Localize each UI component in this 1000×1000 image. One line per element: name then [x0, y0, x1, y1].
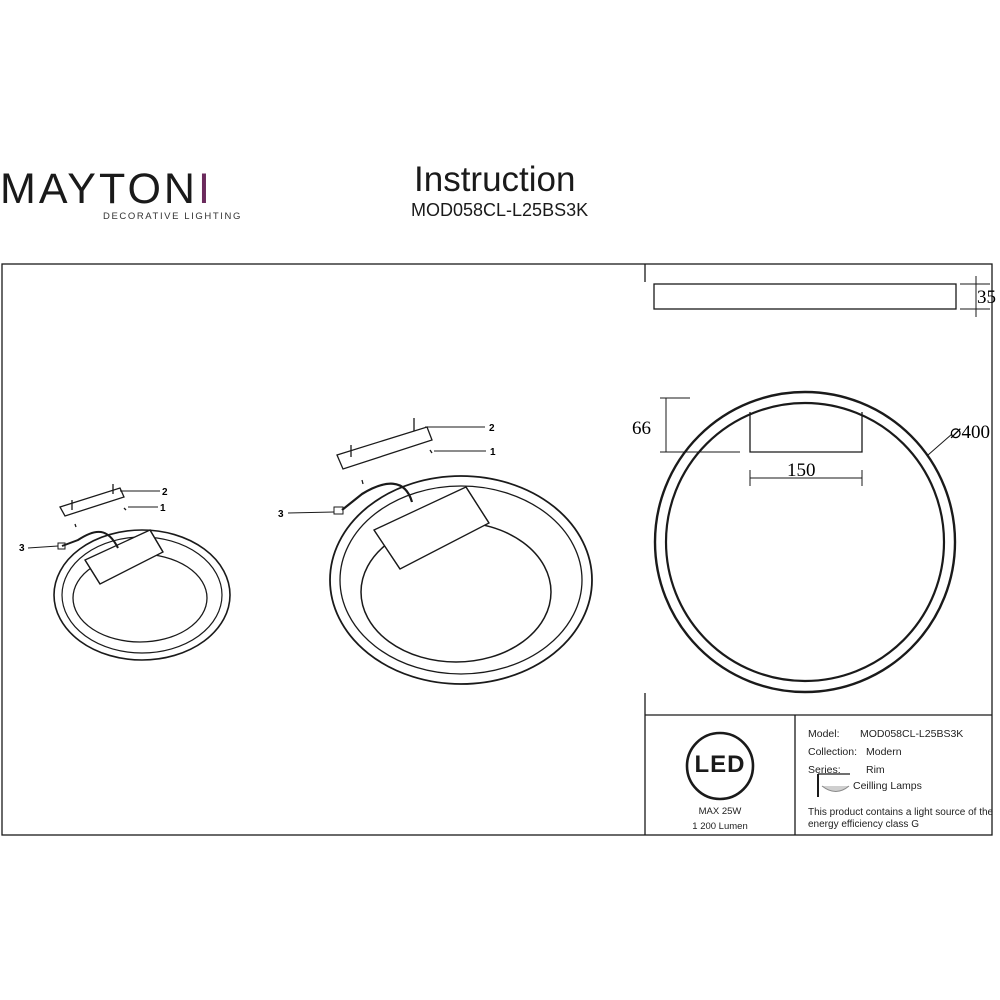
sheet-frame [1, 263, 993, 836]
energy-note-line1: This product contains a light source of … [808, 807, 994, 818]
model-value: MOD058CL-L25BS3K [860, 728, 964, 740]
dimension-box-depth: 66 [632, 418, 651, 439]
brand-tagline: DECORATIVE LIGHTING [103, 211, 242, 222]
page-title: Instruction [414, 160, 576, 199]
energy-note-line2: energy efficiency class G [808, 819, 919, 830]
side-view-profile [653, 283, 957, 310]
callout-1-small: 1 [160, 503, 166, 514]
led-badge-label: LED [694, 751, 746, 778]
lumen-rating: 1 200 Lumen [692, 821, 748, 832]
driver-box-outline [749, 412, 863, 453]
ring-inner [664, 401, 946, 683]
ring-outer [653, 390, 957, 694]
led-badge-circle [685, 731, 755, 801]
callout-2-large: 2 [489, 423, 495, 434]
callout-1-large: 1 [490, 447, 496, 458]
callout-2-small: 2 [162, 487, 168, 498]
dimension-box-width: 150 [787, 460, 816, 481]
callout-3-large: 3 [278, 509, 284, 520]
series-value: Rim [866, 764, 885, 776]
lamp-type: Ceilling Lamps [853, 780, 922, 792]
brand-logo: MAYTONI [0, 165, 213, 214]
dimension-height: 35 [977, 287, 996, 308]
brand-name: MAYTON [0, 165, 198, 213]
series-label: Series: [808, 764, 841, 776]
collection-value: Modern [866, 746, 902, 758]
callout-3-small: 3 [19, 543, 25, 554]
model-label: Model: [808, 728, 840, 740]
power-rating: MAX 25W [698, 806, 742, 817]
model-code: MOD058CL-L25BS3K [411, 200, 589, 220]
collection-label: Collection: [808, 746, 858, 758]
dimension-diameter: ⌀400 [950, 422, 990, 443]
brand-name-accent: I [197, 165, 213, 213]
